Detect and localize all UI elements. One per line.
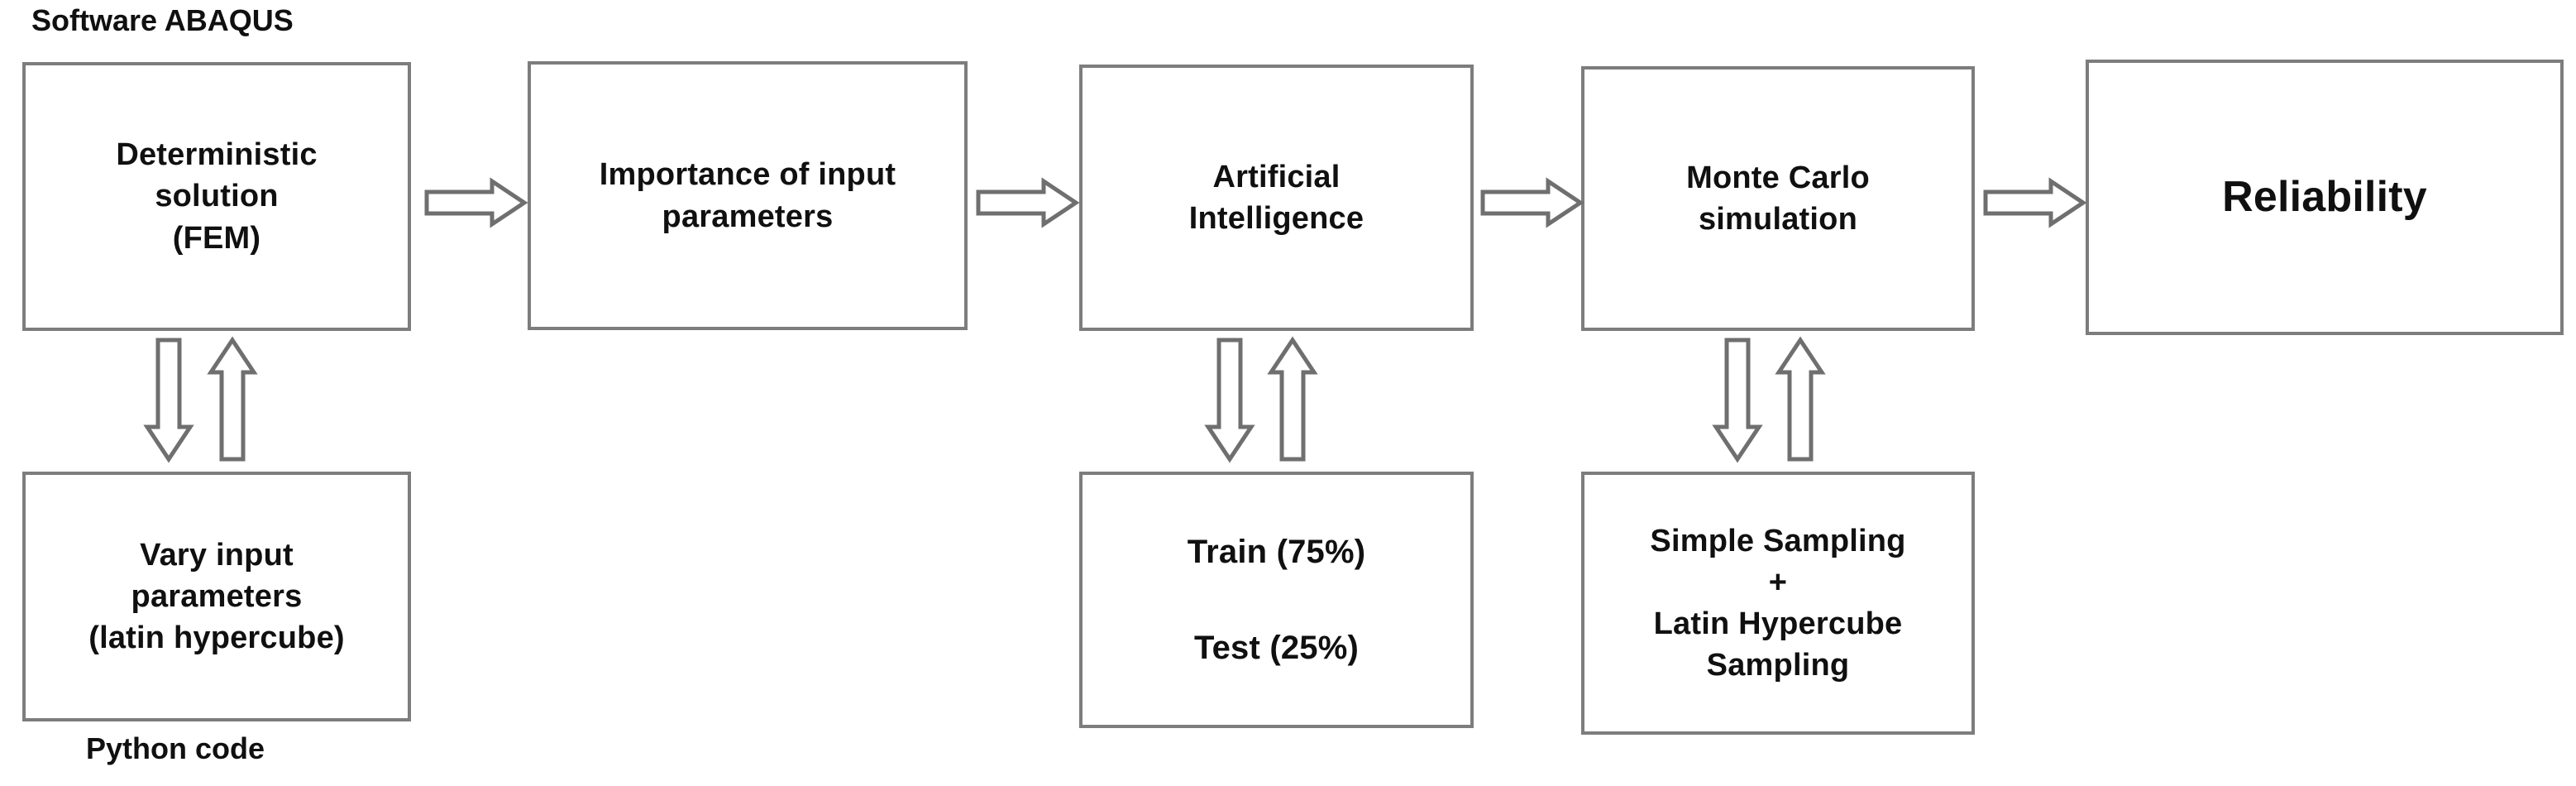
python-code-label: Python code [86, 731, 265, 765]
box-vary-input-parameters[interactable]: Vary input parameters (latin hypercube) [22, 472, 411, 721]
arrow-down-ai-to-train-test [1204, 338, 1255, 463]
arrow-down-deterministic-to-vary-input [143, 338, 194, 463]
arrow-up-vary-input-to-deterministic [207, 336, 258, 462]
box-sampling-methods[interactable]: Simple Sampling + Latin Hypercube Sampli… [1581, 472, 1975, 735]
box-sampling-methods-label: Simple Sampling + Latin Hypercube Sampli… [1650, 523, 1906, 683]
box-train-test-split[interactable]: Train (75%) Test (25%) [1079, 472, 1474, 728]
box-monte-carlo-simulation[interactable]: Monte Carlo simulation [1581, 66, 1975, 331]
box-reliability-label: Reliability [2222, 173, 2427, 222]
arrow-importance-to-ai [976, 177, 1080, 228]
box-importance-of-input-parameters[interactable]: Importance of input parameters [528, 61, 968, 330]
box-monte-carlo-simulation-label: Monte Carlo simulation [1686, 160, 1870, 237]
box-deterministic-solution[interactable]: Deterministic solution (FEM) [22, 62, 411, 331]
box-train-test-split-label: Train (75%) Test (25%) [1187, 534, 1366, 666]
arrow-up-sampling-to-monte-carlo [1775, 336, 1826, 462]
box-vary-input-parameters-label: Vary input parameters (latin hypercube) [88, 537, 345, 656]
arrow-monte-carlo-to-reliability [1983, 177, 2087, 228]
arrow-deterministic-to-importance [424, 177, 528, 228]
arrow-ai-to-monte-carlo [1480, 177, 1584, 228]
box-importance-of-input-parameters-label: Importance of input parameters [599, 157, 896, 234]
software-abaqus-label: Software ABAQUS [31, 3, 294, 37]
box-artificial-intelligence-label: Artificial Intelligence [1188, 159, 1364, 236]
arrow-up-train-test-to-ai [1267, 336, 1318, 462]
box-artificial-intelligence[interactable]: Artificial Intelligence [1079, 65, 1474, 331]
box-reliability[interactable]: Reliability [2086, 60, 2564, 335]
arrow-down-monte-carlo-to-sampling [1712, 338, 1763, 463]
box-deterministic-solution-label: Deterministic solution (FEM) [116, 137, 318, 256]
